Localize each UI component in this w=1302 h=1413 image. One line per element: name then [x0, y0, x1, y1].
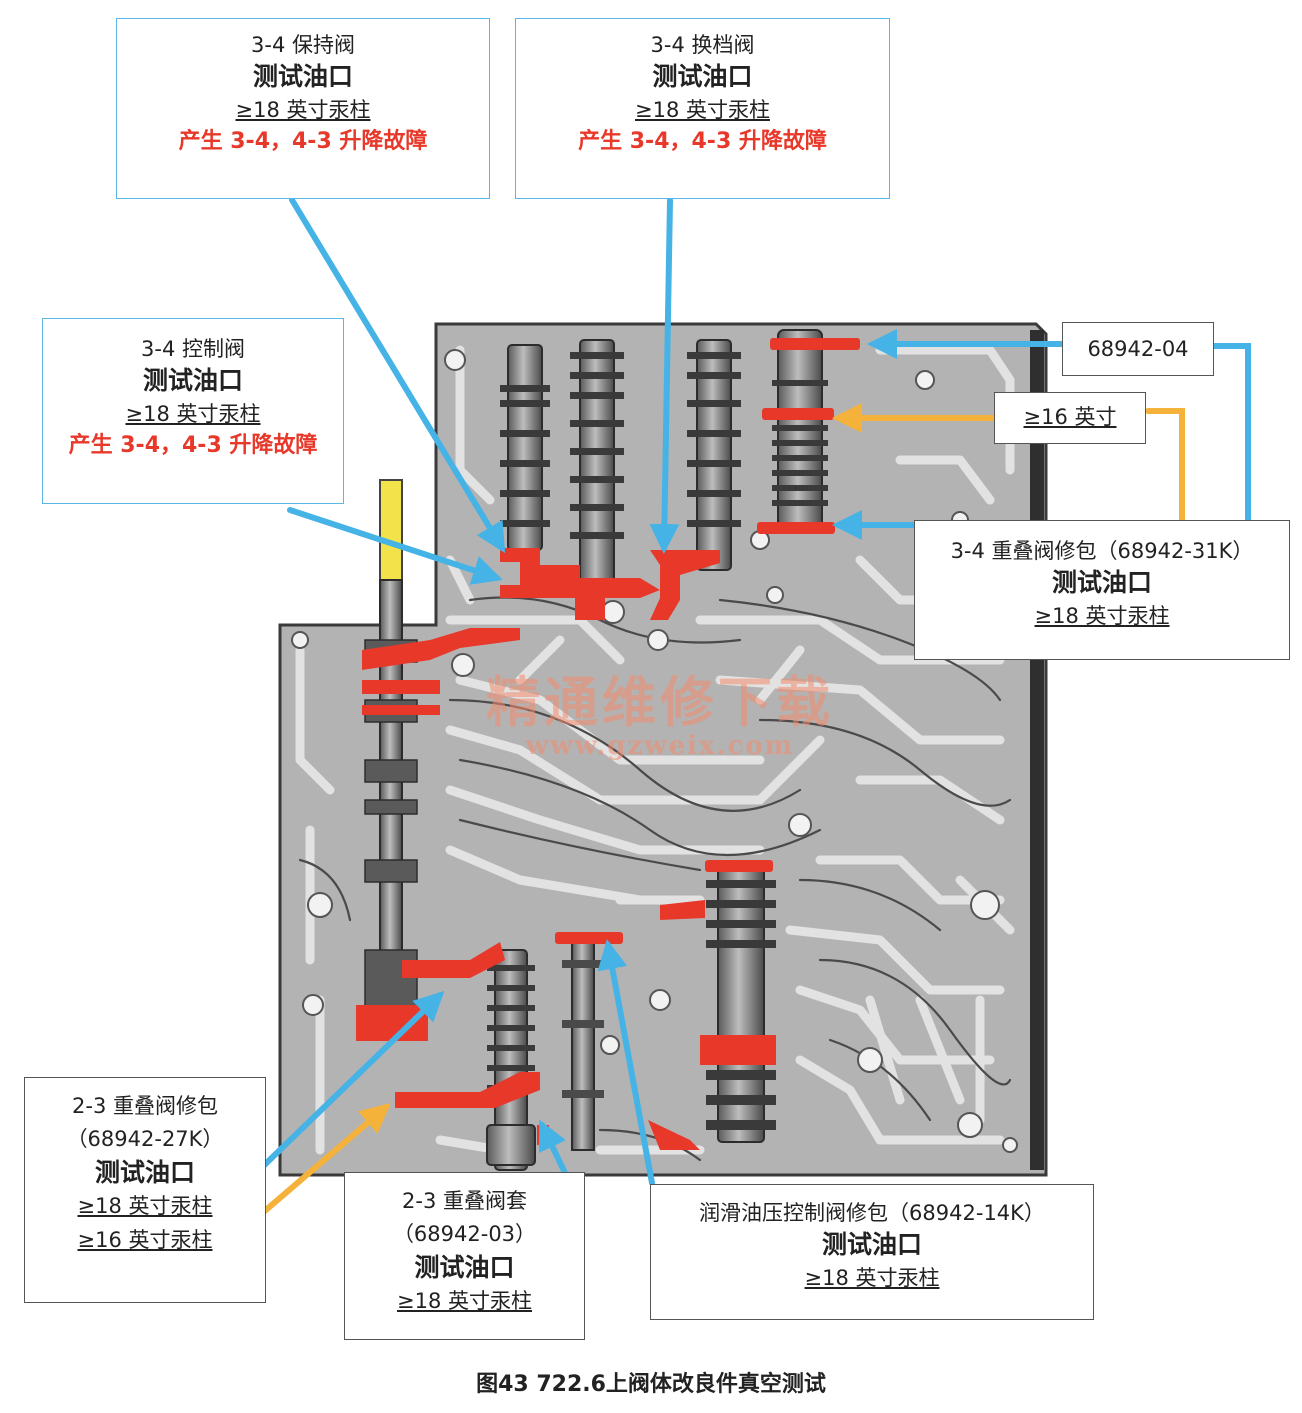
callout-hold-34-spec: ≥18 英寸汞柱 [235, 98, 371, 123]
callout-lube-name: 润滑油压控制阀修包（68942-14K） [699, 1201, 1045, 1225]
valve-spool-third [687, 339, 741, 571]
callout-sleeve-23-part: （68942-03） [392, 1222, 537, 1247]
callout-part-68942-04-label: 68942-04 [1087, 337, 1189, 361]
callout-control-34-warn: 产生 3-4，4-3 升降故障 [68, 433, 318, 459]
callout-shift-34-name: 3-4 换档阀 [650, 33, 755, 57]
callout-lube-spec: ≥18 英寸汞柱 [804, 1266, 940, 1291]
watermark: 精通维修下载 www.gzweix.com [480, 658, 840, 761]
callout-lube: 润滑油压控制阀修包（68942-14K） 测试油口 ≥18 英寸汞柱 [650, 1184, 1094, 1320]
valve-spool-hold-34 [500, 344, 550, 551]
valve-spool-overlap-34 [772, 329, 828, 531]
valve-spool-lube [562, 939, 604, 1151]
blue-leader-lines [217, 197, 1251, 1211]
callout-overlap-34-spec: ≥18 英寸汞柱 [1034, 604, 1170, 629]
callout-control-34-port: 测试油口 [142, 366, 243, 396]
callout-sleeve-23-port: 测试油口 [414, 1253, 515, 1283]
valve-spool-shift-34 [570, 339, 624, 596]
valve-spool-large [706, 861, 776, 1143]
callout-overlap-34: 3-4 重叠阀修包（68942-31K） 测试油口 ≥18 英寸汞柱 [914, 520, 1290, 660]
callout-hold-34-port: 测试油口 [252, 62, 353, 92]
watermark-title: 精通维修下载 [486, 670, 834, 734]
callout-control-34-name: 3-4 控制阀 [141, 337, 245, 361]
watermark-url: www.gzweix.com [525, 731, 795, 761]
callout-lube-port: 测试油口 [821, 1230, 922, 1260]
callout-overlap-23-kit-part: （68942-27K） [66, 1127, 224, 1152]
red-test-ports [356, 338, 860, 1150]
callout-control-34-spec: ≥18 英寸汞柱 [125, 402, 261, 427]
callout-shift-34-warn: 产生 3-4，4-3 升降故障 [578, 129, 827, 155]
callout-part-68942-04: 68942-04 [1062, 322, 1214, 376]
callout-shift-34: 3-4 换档阀 测试油口 ≥18 英寸汞柱 产生 3-4，4-3 升降故障 [515, 18, 890, 199]
callout-overlap-23-kit-spec2: ≥16 英寸汞柱 [77, 1227, 213, 1252]
callout-inch16: ≥16 英寸 [994, 392, 1146, 444]
callout-shift-34-port: 测试油口 [652, 62, 753, 92]
fluid-channels [295, 345, 1015, 1155]
callout-overlap-23-kit-spec1: ≥18 英寸汞柱 [77, 1194, 213, 1219]
callout-sleeve-23: 2-3 重叠阀套 （68942-03） 测试油口 ≥18 英寸汞柱 [344, 1172, 585, 1340]
callout-shift-34-spec: ≥18 英寸汞柱 [635, 98, 770, 123]
callout-sleeve-23-spec: ≥18 英寸汞柱 [397, 1289, 532, 1314]
callout-overlap-23-kit: 2-3 重叠阀修包 （68942-27K） 测试油口 ≥18 英寸汞柱 ≥16 … [24, 1077, 266, 1303]
callout-inch16-label: ≥16 英寸 [1023, 405, 1117, 429]
valve-spool-overlap-23 [486, 949, 536, 1171]
figure-caption: 图43 722.6上阀体改良件真空测试 [476, 1372, 826, 1397]
callout-overlap-23-kit-name: 2-3 重叠阀修包 [72, 1094, 218, 1118]
callout-hold-34-name: 3-4 保持阀 [251, 33, 355, 57]
callout-hold-34-warn: 产生 3-4，4-3 升降故障 [178, 129, 428, 155]
callout-control-34: 3-4 控制阀 测试油口 ≥18 英寸汞柱 产生 3-4，4-3 升降故障 [42, 318, 344, 504]
callout-overlap-34-port: 测试油口 [1051, 568, 1152, 598]
callout-sleeve-23-name: 2-3 重叠阀套 [402, 1189, 527, 1213]
callout-hold-34: 3-4 保持阀 测试油口 ≥18 英寸汞柱 产生 3-4，4-3 升降故障 [116, 18, 490, 199]
callout-overlap-23-kit-port: 测试油口 [94, 1158, 195, 1188]
callout-overlap-34-name: 3-4 重叠阀修包（68942-31K） [950, 539, 1254, 563]
